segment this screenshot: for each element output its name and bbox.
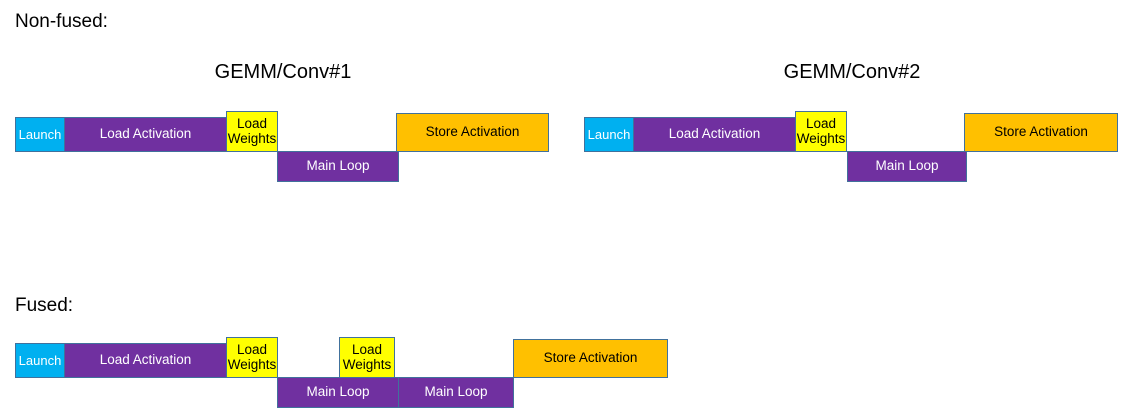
- bar-main-loop-gemm1: Main Loop: [277, 151, 399, 182]
- bar-launch-gemm2: Launch: [584, 117, 634, 152]
- bar-main-loop-fused-b: Main Loop: [398, 377, 514, 408]
- bar-main-loop-fused-a: Main Loop: [277, 377, 399, 408]
- bar-load-weights-fused-b: Load Weights: [339, 337, 395, 378]
- bar-load-activation-fused: Load Activation: [64, 343, 227, 378]
- bar-load-activation-gemm2: Load Activation: [633, 117, 796, 152]
- bar-store-activation-fused: Store Activation: [513, 339, 668, 378]
- bar-store-activation-gemm1: Store Activation: [396, 113, 549, 152]
- bar-load-activation-gemm1: Load Activation: [64, 117, 227, 152]
- bar-launch-gemm1: Launch: [15, 117, 65, 152]
- bar-load-weights-gemm2: Load Weights: [795, 111, 847, 152]
- group-title-gemm-conv-1: GEMM/Conv#1: [214, 61, 352, 83]
- bar-main-loop-gemm2: Main Loop: [847, 151, 967, 182]
- bar-launch-fused: Launch: [15, 343, 65, 378]
- section-label-non-fused: Non-fused:: [15, 11, 108, 32]
- bar-load-weights-fused-a: Load Weights: [226, 337, 278, 378]
- group-title-gemm-conv-2: GEMM/Conv#2: [783, 61, 921, 83]
- bar-load-weights-gemm1: Load Weights: [226, 111, 278, 152]
- bar-store-activation-gemm2: Store Activation: [964, 113, 1118, 152]
- section-label-fused: Fused:: [15, 295, 74, 316]
